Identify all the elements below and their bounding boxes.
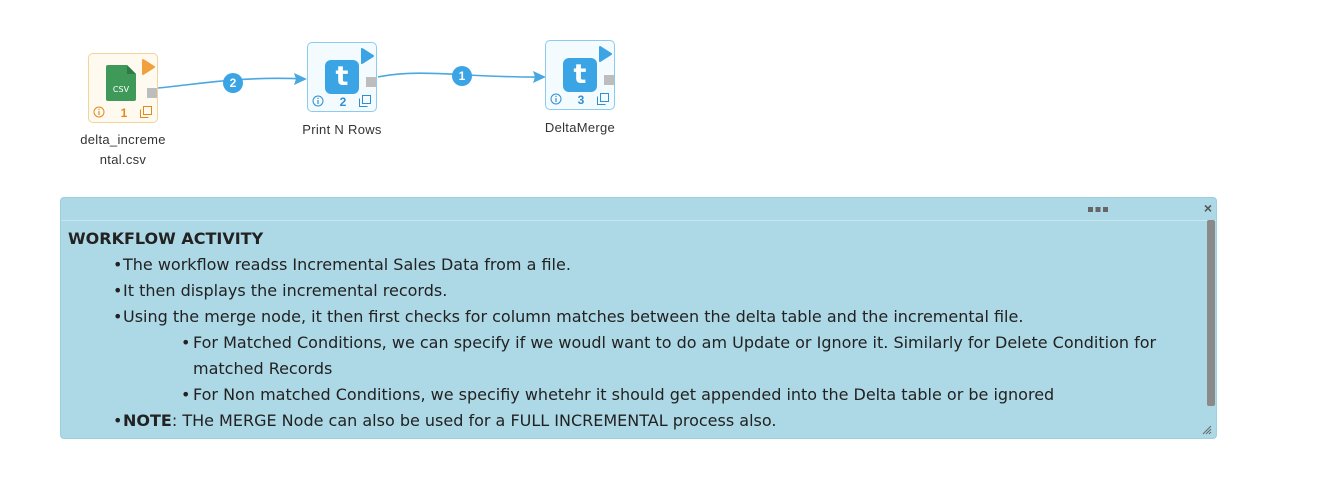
- list-item: •NOTE: THe MERGE Node can also be used f…: [113, 408, 1198, 434]
- node-number: 2: [339, 95, 347, 109]
- run-icon[interactable]: [141, 59, 155, 75]
- list-item: •For Matched Conditions, we can specify …: [178, 330, 1198, 382]
- list-item: •The workflow readss Incremental Sales D…: [113, 252, 1198, 278]
- svg-text:CSV: CSV: [113, 85, 130, 94]
- bullet: •: [181, 385, 191, 404]
- edge-badge[interactable]: 1: [452, 66, 472, 86]
- bullet: •: [181, 333, 191, 352]
- output-port[interactable]: [147, 88, 157, 98]
- note-title: WORKFLOW ACTIVITY: [68, 229, 264, 248]
- note-bullet-list: •The workflow readss Incremental Sales D…: [68, 252, 1198, 434]
- bullet: •: [113, 255, 123, 274]
- node-label: DeltaMerge: [544, 120, 616, 135]
- info-icon[interactable]: [550, 93, 562, 105]
- run-icon[interactable]: [598, 46, 612, 62]
- copy-icon[interactable]: [140, 106, 152, 118]
- note-label: NOTE: [123, 411, 172, 430]
- output-port[interactable]: [604, 75, 614, 85]
- copy-icon[interactable]: [359, 95, 371, 107]
- edge-print-to-merge[interactable]: [377, 72, 544, 78]
- node-box[interactable]: CSV 1: [88, 53, 158, 123]
- copy-icon[interactable]: [597, 93, 609, 105]
- note-body[interactable]: WORKFLOW ACTIVITY •The workflow readss I…: [68, 226, 1198, 434]
- node-box[interactable]: t 3: [545, 40, 615, 110]
- bullet: •: [113, 281, 123, 300]
- note-text: : THe MERGE Node can also be used for a …: [171, 411, 777, 430]
- node-box[interactable]: t 2: [307, 42, 377, 112]
- list-item: •For Non matched Conditions, we specifiy…: [178, 382, 1198, 408]
- workflow-edges: [157, 71, 546, 89]
- list-item: •Using the merge node, it then first che…: [113, 304, 1198, 408]
- node-label: Print N Rows: [302, 122, 382, 137]
- note-header[interactable]: ×: [61, 198, 1216, 221]
- info-icon[interactable]: [93, 106, 105, 118]
- edge-arrowhead: [533, 71, 546, 83]
- more-icon[interactable]: [1087, 204, 1109, 214]
- edge-arrowhead: [294, 73, 307, 85]
- transform-icon: t: [563, 58, 597, 92]
- node-label: delta_increme ntal.csv: [80, 132, 166, 167]
- note-sub-bullet-list: •For Matched Conditions, we can specify …: [123, 330, 1198, 408]
- bullet: •: [113, 307, 123, 326]
- workflow-note[interactable]: × WORKFLOW ACTIVITY •The workflow readss…: [60, 197, 1217, 439]
- csv-file-icon: CSV: [106, 65, 136, 101]
- list-item: •It then displays the incremental record…: [113, 278, 1198, 304]
- run-icon[interactable]: [360, 48, 374, 64]
- close-icon[interactable]: ×: [1203, 200, 1213, 216]
- note-scrollbar[interactable]: [1207, 220, 1215, 406]
- bullet: •: [113, 411, 123, 430]
- node-number: 3: [577, 93, 585, 107]
- output-port[interactable]: [366, 77, 376, 87]
- node-number: 1: [120, 106, 128, 120]
- edge-badge[interactable]: 2: [223, 73, 243, 93]
- edge-csv-to-print[interactable]: [157, 77, 306, 89]
- resize-grip-icon[interactable]: [1200, 423, 1212, 435]
- info-icon[interactable]: [312, 95, 324, 107]
- transform-icon: t: [325, 60, 359, 94]
